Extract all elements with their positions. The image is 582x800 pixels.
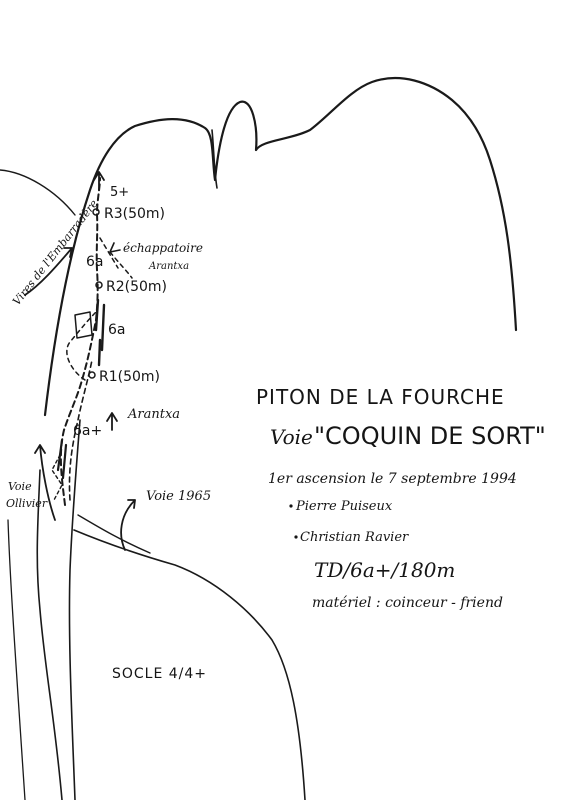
- top-arrow: [93, 171, 105, 191]
- lower-grade-label: 6a+: [73, 423, 102, 439]
- socle-slab-line: [73, 529, 306, 800]
- escape-route-2: [99, 237, 119, 269]
- ollivier-label-line2: Ollivier: [6, 497, 48, 510]
- socle-slab-line-2: [77, 514, 151, 554]
- subtitle-prefix: Voie: [270, 425, 313, 449]
- first-ascent-line: 1er ascension le 7 septembre 1994: [268, 471, 517, 487]
- lower-zigzag: [51, 454, 63, 501]
- voie-1965-label: Voie 1965: [146, 489, 211, 504]
- arantxa-arrow: [106, 412, 118, 431]
- route-detour: [66, 311, 97, 381]
- top-grade-label: 5+: [110, 185, 129, 200]
- belay-r3-marker: [92, 208, 100, 216]
- rock-outline: [43, 76, 518, 417]
- arantxa-label: Arantxa: [127, 407, 180, 422]
- left-skyline: [0, 169, 76, 216]
- rock-inner-ridge: [211, 129, 218, 189]
- vires-label: Vires de l'Embarradère: [10, 197, 101, 308]
- belay-r2-marker: [95, 281, 103, 289]
- route-line-secondary: [68, 359, 93, 501]
- gear-line: matériel : coinceur - friend: [312, 595, 503, 611]
- ollivier-arrow: [34, 444, 56, 521]
- voie-1965-arrow: [120, 499, 136, 551]
- climber-1: Pierre Puiseux: [295, 499, 393, 514]
- crack-feature: [94, 298, 106, 367]
- socle-crack: [68, 419, 81, 800]
- belay-r3-label: R3(50m): [104, 206, 165, 222]
- wall-left-edge: [36, 469, 63, 800]
- climber-2-bullet: [294, 535, 298, 539]
- belay-r1-label: R1(50m): [99, 369, 160, 385]
- escape-sub-label: Arantxa: [148, 261, 189, 272]
- route-name: "COQUIN DE SORT": [314, 422, 546, 450]
- belay-r1-marker: [88, 371, 96, 379]
- grade-line: TD/6a+/180m: [314, 558, 455, 582]
- belay-r2-label: R2(50m): [106, 279, 167, 295]
- upper-grade-label: 6a: [86, 254, 104, 270]
- escape-label: échappatoire: [123, 241, 203, 255]
- socle-label: SOCLE 4/4+: [112, 666, 207, 682]
- block-feature: [74, 311, 93, 339]
- escape-arrow: [109, 242, 121, 253]
- climber-2: Christian Ravier: [300, 530, 409, 545]
- climber-1-bullet: [289, 504, 293, 508]
- wall-left-edge-2: [7, 519, 26, 800]
- escape-route: [109, 251, 133, 279]
- topo-title: PITON DE LA FOURCHE: [256, 385, 505, 409]
- middle-grade-label: 6a: [108, 322, 126, 338]
- ollivier-label-line1: Voie: [8, 480, 32, 493]
- vires-arrow: [24, 247, 73, 296]
